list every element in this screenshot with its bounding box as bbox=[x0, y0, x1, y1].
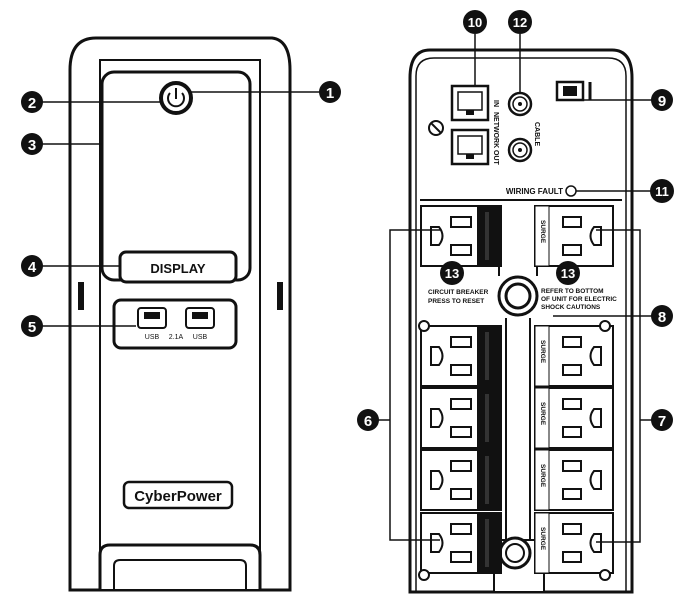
callout-11: 11 bbox=[650, 179, 674, 203]
display-button-label: DISPLAY bbox=[150, 261, 205, 276]
wiring-fault-indicator bbox=[565, 185, 577, 197]
svg-text:13: 13 bbox=[445, 266, 459, 281]
svg-text:3: 3 bbox=[28, 137, 36, 154]
callout-1: 1 bbox=[319, 81, 341, 103]
callout-3: 3 bbox=[21, 133, 43, 155]
callout-13-caution: 13 bbox=[556, 261, 580, 285]
circuit-breaker[interactable] bbox=[497, 275, 539, 317]
display-button[interactable] bbox=[118, 250, 238, 284]
refer-label-line3: SHOCK CAUTIONS bbox=[541, 304, 601, 311]
refer-label-line1: REFER TO BOTTOM bbox=[541, 288, 604, 295]
usb-left-label: USB bbox=[145, 334, 160, 341]
usb-right-label: USB bbox=[193, 334, 208, 341]
svg-text:11: 11 bbox=[655, 184, 669, 199]
battery-outlet[interactable] bbox=[420, 205, 502, 267]
callout-8: 8 bbox=[651, 305, 673, 327]
callout-12: 12 bbox=[508, 10, 532, 34]
network-in-label: IN bbox=[492, 100, 499, 107]
network-port-out[interactable] bbox=[450, 128, 490, 166]
network-port-in[interactable] bbox=[450, 84, 490, 122]
leader-lines bbox=[40, 34, 653, 543]
svg-text:10: 10 bbox=[468, 15, 482, 30]
surge-label: SURGE bbox=[539, 464, 546, 488]
surge-label: SURGE bbox=[539, 220, 546, 244]
svg-text:13: 13 bbox=[561, 266, 575, 281]
svg-text:9: 9 bbox=[658, 93, 666, 110]
bottom-knob bbox=[498, 536, 532, 570]
svg-text:12: 12 bbox=[513, 15, 527, 30]
surge-label: SURGE bbox=[539, 340, 546, 364]
callout-7: 7 bbox=[651, 409, 673, 431]
coax-port-out[interactable] bbox=[507, 137, 533, 163]
network-out-label: OUT bbox=[492, 150, 499, 166]
usb-rating-label: 2.1A bbox=[169, 334, 184, 341]
power-icon bbox=[167, 88, 185, 108]
network-label: NETWORK bbox=[492, 112, 499, 148]
callout-2: 2 bbox=[21, 91, 43, 113]
back-view: IN NETWORK OUT CABLE WIRING FAULT CI bbox=[408, 48, 634, 594]
screw-icon bbox=[418, 569, 430, 581]
battery-outlet[interactable] bbox=[420, 387, 502, 449]
screw-icon bbox=[599, 569, 611, 581]
breaker-label-line2: PRESS TO RESET bbox=[428, 298, 484, 305]
usb-b-port[interactable] bbox=[555, 80, 585, 102]
refer-label-line2: OF UNIT FOR ELECTRIC bbox=[541, 296, 617, 303]
svg-text:8: 8 bbox=[658, 309, 666, 326]
screw-icon bbox=[418, 320, 430, 332]
svg-text:2: 2 bbox=[28, 95, 36, 112]
svg-text:1: 1 bbox=[326, 85, 334, 102]
front-view: DISPLAY USB 2.1A USB CyberPower bbox=[68, 36, 292, 592]
callout-5: 5 bbox=[21, 315, 43, 337]
coax-port-in[interactable] bbox=[507, 91, 533, 117]
svg-text:5: 5 bbox=[28, 319, 36, 336]
breaker-label-line1: CIRCUIT BREAKER bbox=[428, 289, 489, 296]
callout-9: 9 bbox=[651, 89, 673, 111]
battery-outlet[interactable] bbox=[420, 449, 502, 511]
surge-label: SURGE bbox=[539, 527, 546, 551]
svg-text:7: 7 bbox=[658, 413, 666, 430]
callout-6: 6 bbox=[357, 409, 379, 431]
battery-outlet[interactable] bbox=[420, 325, 502, 387]
brand-logo-text: CyberPower bbox=[134, 488, 222, 505]
screw-icon bbox=[428, 120, 444, 136]
wiring-fault-label: WIRING FAULT bbox=[506, 187, 563, 196]
screw-icon bbox=[599, 320, 611, 332]
cable-label: CABLE bbox=[533, 122, 540, 146]
callout-10: 10 bbox=[463, 10, 487, 34]
surge-label: SURGE bbox=[539, 402, 546, 426]
brand-logo bbox=[122, 480, 234, 510]
callout-4: 4 bbox=[21, 255, 43, 277]
svg-text:4: 4 bbox=[28, 259, 37, 276]
callout-13-breaker: 13 bbox=[440, 261, 464, 285]
svg-text:6: 6 bbox=[364, 413, 372, 430]
battery-outlet[interactable] bbox=[420, 512, 502, 574]
